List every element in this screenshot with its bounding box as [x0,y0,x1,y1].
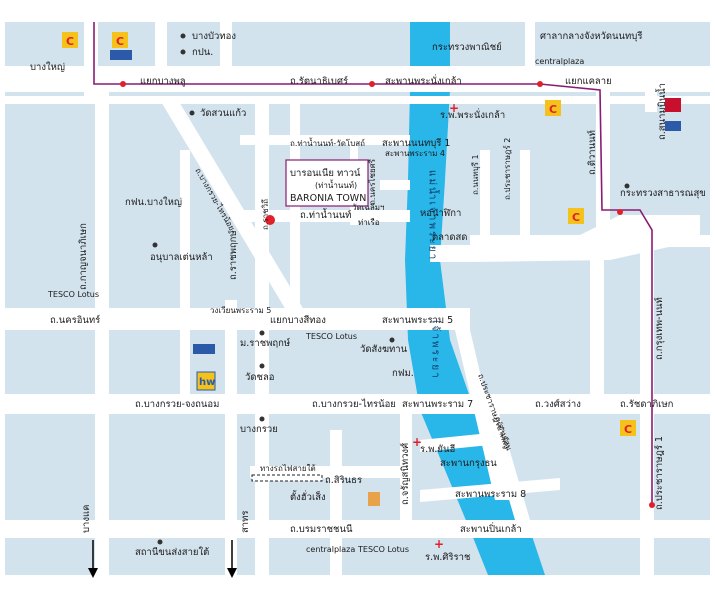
label-wat-chalerm: วัดเฉลิมฯ [352,203,385,212]
cp-icon: C C C C C [62,32,636,436]
hw-icon: hw [196,371,216,391]
svg-text:C: C [66,35,74,48]
hospital-icon-siriraj: + [434,537,444,551]
label-borommaratchachonnani: ถ.บรมราชชนนี [290,523,353,535]
label-rp-siriraj: ร.พ.ศิริราช [425,552,471,563]
label-tesco-mid: TESCO Lotus [305,332,357,341]
label-tang-hua-seng: ตั้งฮั่วเส็ง [290,490,326,503]
svg-text:C: C [624,423,632,436]
label-wongwian-rama5: วงเวียนพระราม 5 [210,306,271,315]
label-bangkruai-jongthanom: ถ.บางกรวย-จงถนอม [135,399,219,410]
railway-southern [251,474,323,482]
label-anusaban: อนุบาลเต่นหล้า [150,252,213,263]
rail-markers [120,81,655,508]
label-southern-bus: สถานีขนส่งสายใต้ [135,546,209,558]
label-bang-khae: บางแค [81,505,92,533]
label-wat-sangkhathan: วัดสังฆทาน [360,344,408,355]
location-marker [265,215,275,225]
label-central-plaza-top: centralplaza [535,57,584,66]
label-tha-nam-non: ถ.ท่าน้ำนนท์ [300,208,351,221]
arrow-bang-khae [88,540,98,578]
label-kfm: กฟม. [392,368,414,379]
label-m-ratchaphruek: ม.ราชพฤกษ์ [240,337,290,349]
road-network [5,22,710,575]
hospital-icon: + [449,101,459,115]
label-bang-bua-thong: บางบัวทอง [192,31,236,42]
label-krungthon-bridge: สะพานกรุงธน [440,458,497,469]
label-rama8-bridge: สะพานพระราม 8 [455,489,526,500]
label-tesco-bottom: TESCO Lotus [357,545,409,554]
label-sanambinnam: ถ.สนามบินน้ำ [655,83,668,140]
label-nonthaburi-bridge: สะพานนนทบุรี 1 [382,137,450,149]
label-rattanathibet: ถ.รัตนาธิเบศร์ [290,75,348,87]
label-wong-sawang: ถ.วงศ์สว่าง [535,398,581,410]
label-tha-ruea: ท่าเรือ [358,218,380,227]
label-rama7-bridge: สะพานพระราม 7 [402,399,473,410]
landmark-name-en: BARONIA TOWN [290,193,366,204]
label-nakhon-chaisi: ถ.นครไชยศรี [368,158,377,205]
label-rama5-bridge: สะพานพระราม 5 [382,315,453,326]
label-tha-nam-non-road: ถ.ท่าน้ำนนท์-วัดโบสถ์ [290,137,365,148]
label-ho-nalika: หอนาฬิกา [420,208,461,219]
label-tesco-left: TESCO Lotus [47,290,99,299]
label-nonthaburi-bridge-sub: สะพานพระราม 4 [385,149,445,158]
svg-text:C: C [572,211,580,224]
label-bang-yai: บางใหญ่ [30,61,65,73]
label-phra-nang-klao-sub: ถ.นนทบุรี 1 [471,154,480,195]
label-rp-yanhee: ร.พ.ยันฮี [420,443,455,455]
landmark-name-th: บารอนเนีย ทาวน์ [290,167,361,179]
label-krungthep-non: ถ.กรุงเทพ-นนท์ [653,297,665,360]
label-khae-lai: แยกแคลาย [565,76,612,87]
baronia-town-landmark: บารอนเนีย ทาวน์ (ท่าน้ำนนท์) BARONIA TOW… [285,159,369,207]
river [405,22,545,575]
label-central-plaza-bottom: centralplaza [306,545,355,554]
label-talat-sod: ตลาดสด [432,232,467,243]
label-pinklao-bridge: สะพานปิ่นเกล้า [460,522,522,535]
label-min-health: กระทรวงสาธารณสุข [620,188,706,199]
hospital-icon-yanhee: + [412,435,422,449]
label-train-station: ทางรถไฟสายใต้ [260,464,316,473]
label-pracharat-sai1: ถ.ประชาราษฎร์ 1 [653,436,665,510]
temple-icon [368,492,380,506]
label-wat-chalo: วัดชลอ [245,372,274,383]
label-wat-suan-kaew: วัดสวนแก้ว [200,108,246,119]
label-provincial-hall: ศาลากลางจังหวัดนนทบุรี [540,30,642,42]
label-phra-nang-klao-hospital: ร.พ.พระนั่งเกล้า [440,108,505,121]
label-kfn-bang-yai: กฟน.บางใหญ่ [125,196,182,208]
label-rachavipha: ถ.รัชดาภิเษก [620,399,674,410]
rail-line [93,22,653,505]
river-label: แม่น้ำเจ้าพระยา [427,170,441,261]
label-pracharat-sai2: ถ.ประชาราษฎร์ 2 [502,138,512,200]
svg-text:C: C [116,35,124,48]
label-bang-kruai: บางกรวย [240,424,278,435]
label-bang-sithong: แยกบางสีทอง [270,314,326,326]
label-bang-phlu-junction: แยกบางพลู [140,76,186,87]
label-jaransanitwong: ถ.จรัญสนิทวงศ์ [399,443,411,505]
label-bangkruai-sainoi-lower: ถ.บางกรวย-ไทรน้อย [312,398,396,410]
landmark-sub-th: (ท่าน้ำนนท์) [315,179,357,190]
label-kpn: กปน. [192,47,213,58]
label-phra-nang-klao-bridge: สะพานพระนั่งเกล้า [385,74,462,87]
homepro-icon [110,50,681,354]
label-sathon: สาทร [240,511,251,534]
label-min-commerce: กระทรวงพาณิชย์ [432,41,502,53]
river-label-lower: เจ้าพระยา [430,320,442,380]
arrow-sathon [227,540,237,578]
label-nakhon-in: ถ.นครอินทร์ [50,314,100,326]
label-tiwanon: ถ.ติวานนท์ [586,130,598,175]
label-sirindhorn: ถ.สิรินธร [325,475,362,486]
svg-text:hw: hw [199,377,215,388]
label-ratchaphruek: ถ.ราชพฤกษ์ [227,230,239,280]
label-ratchawithi: ถ.ราชวิถี [261,199,270,230]
svg-text:C: C [549,103,557,116]
label-bang-yai-kanchana: ถ.กาญจนาภิเษก [78,223,89,290]
